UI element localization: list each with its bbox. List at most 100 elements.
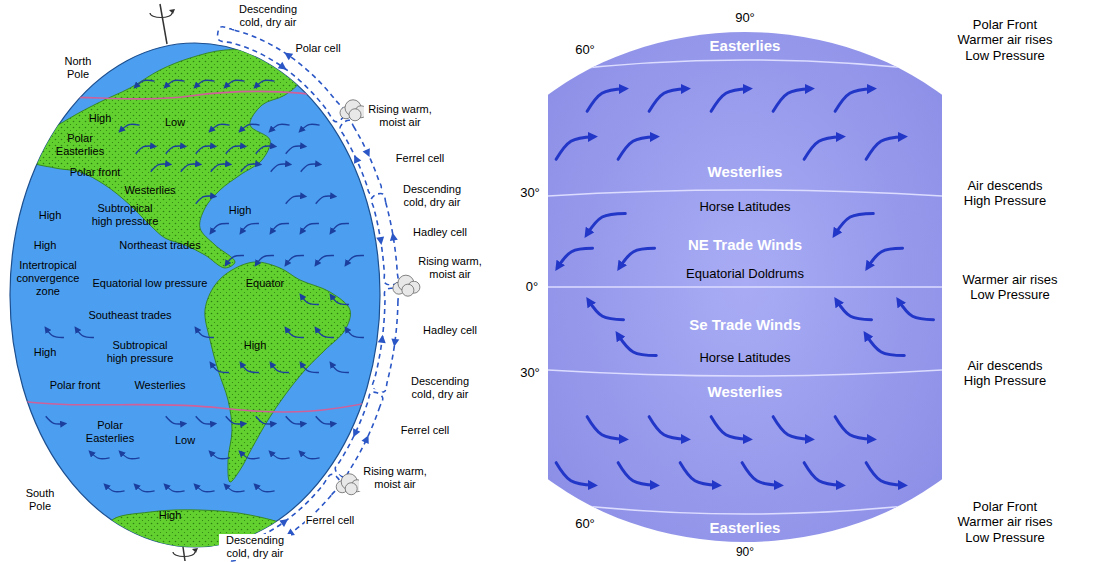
globe-label: Equator	[246, 277, 285, 290]
belt-arrow	[773, 417, 811, 440]
wind-arrow	[196, 416, 215, 424]
continent	[30, 50, 300, 268]
wind-arrow	[300, 452, 319, 459]
cell-flow	[372, 288, 398, 392]
wind-belt-label: Se Trade Winds	[689, 316, 801, 334]
wind-arrow	[316, 416, 335, 424]
rotation-arrow	[150, 13, 172, 18]
cell-loop	[372, 288, 398, 392]
globe-label: Polar front	[50, 379, 101, 392]
wind-arrow	[301, 296, 319, 305]
wind-arrow	[211, 364, 229, 373]
globe-label: Polar Easterlies	[53, 132, 108, 158]
belt-arrow	[836, 300, 871, 319]
cell-arrow-head	[390, 232, 398, 241]
panel-body	[548, 0, 942, 562]
globe-label: Westerlies	[134, 379, 185, 392]
panel-clip	[548, 0, 942, 562]
wind-arrow	[300, 124, 319, 131]
globe-label: High	[159, 509, 182, 522]
globe-label: Polar Easterlies	[83, 419, 138, 445]
wind-arrow	[135, 485, 154, 492]
globe-label: Polar front	[70, 166, 121, 179]
cell-flow	[371, 194, 398, 286]
cell-arrow-head	[353, 428, 360, 437]
pressure-note: Air descends High Pressure	[955, 358, 1055, 389]
belt-arrow	[680, 463, 718, 486]
wind-arrow	[241, 164, 260, 172]
wind-belt-panel	[540, 0, 950, 562]
globe-label: Low	[165, 116, 185, 129]
globe-label: High	[89, 112, 112, 125]
cell-label: Rising warm, moist air	[359, 465, 431, 491]
belt-arrow	[773, 89, 811, 112]
latitude-line	[548, 370, 942, 376]
wind-arrow	[210, 452, 229, 459]
cell-label: Descending cold, dry air	[232, 3, 304, 29]
wind-arrow	[165, 485, 184, 492]
cell-label: Ferrel cell	[305, 514, 355, 527]
wind-belt-label: Westerlies	[708, 163, 783, 181]
cell-label: Descending cold, dry air	[219, 534, 291, 560]
rotation-arrow-head	[169, 9, 175, 14]
latitude-line	[548, 286, 942, 288]
pole-label: North Pole	[58, 55, 98, 81]
cell-arrow-head	[278, 62, 287, 70]
panel-ground	[548, 0, 942, 562]
degree-label: 30°	[520, 185, 540, 200]
belt-arrow	[588, 300, 623, 319]
wind-arrow	[286, 329, 304, 338]
wind-arrow	[316, 255, 334, 264]
wind-arrow	[331, 364, 349, 373]
globe-label: Low	[175, 434, 195, 447]
cell-arrow-head	[284, 52, 293, 60]
pressure-note: Warmer air rises Low Pressure	[954, 272, 1066, 303]
axis-line	[183, 547, 185, 561]
pressure-note: Polar Front Warmer air rises Low Pressur…	[949, 17, 1061, 63]
belt-arrow	[866, 137, 904, 160]
cell-arrow-head	[376, 237, 384, 246]
wind-arrow	[195, 485, 214, 492]
continents	[30, 50, 351, 562]
degree-label: 30°	[520, 365, 540, 380]
wind-arrow	[196, 196, 215, 204]
polar-front-line	[10, 398, 390, 412]
belt-arrow	[742, 463, 780, 486]
pressure-note: Air descends High Pressure	[955, 178, 1055, 209]
wind-arrow	[301, 364, 319, 373]
belt-arrow	[618, 463, 656, 486]
rotation-arrow	[173, 552, 195, 557]
wind-arrow	[181, 164, 200, 172]
belt-arrow	[587, 417, 625, 440]
latitude-line	[548, 502, 942, 514]
cloud-puff	[402, 284, 414, 296]
cell-label: Polar cell	[294, 42, 341, 55]
wind-belt-label: Westerlies	[708, 383, 783, 401]
cloud	[340, 100, 367, 121]
wind-arrow	[120, 124, 139, 131]
globe-label: Southeast trades	[88, 309, 171, 322]
wind-arrow	[210, 124, 229, 131]
cell-label: Rising warm, moist air	[364, 103, 436, 129]
wind-arrow	[120, 452, 139, 459]
belt-arrow	[867, 248, 902, 267]
cell-arrow-head	[378, 335, 386, 343]
cell-loop	[340, 120, 382, 193]
degree-label: 90°	[735, 10, 755, 25]
cell-arrow-head	[354, 155, 361, 164]
pressure-note: Polar Front Warmer air rises Low Pressur…	[949, 499, 1061, 545]
globe-label: Westerlies	[124, 184, 175, 197]
rotation-arrow-head	[192, 548, 198, 553]
belt-arrow	[835, 89, 873, 112]
wind-arrow	[226, 416, 245, 424]
globe-label: Northeast trades	[119, 239, 200, 252]
globe-label: Subtropical high pressure	[105, 339, 175, 365]
zone-label: Horse Latitudes	[699, 350, 790, 365]
cell-arrow-head	[391, 338, 399, 346]
wind-arrow	[240, 124, 259, 131]
wind-arrow	[255, 80, 274, 87]
belt-arrow	[866, 463, 904, 486]
wind-arrow	[136, 146, 155, 154]
belt-arrow	[587, 213, 626, 234]
